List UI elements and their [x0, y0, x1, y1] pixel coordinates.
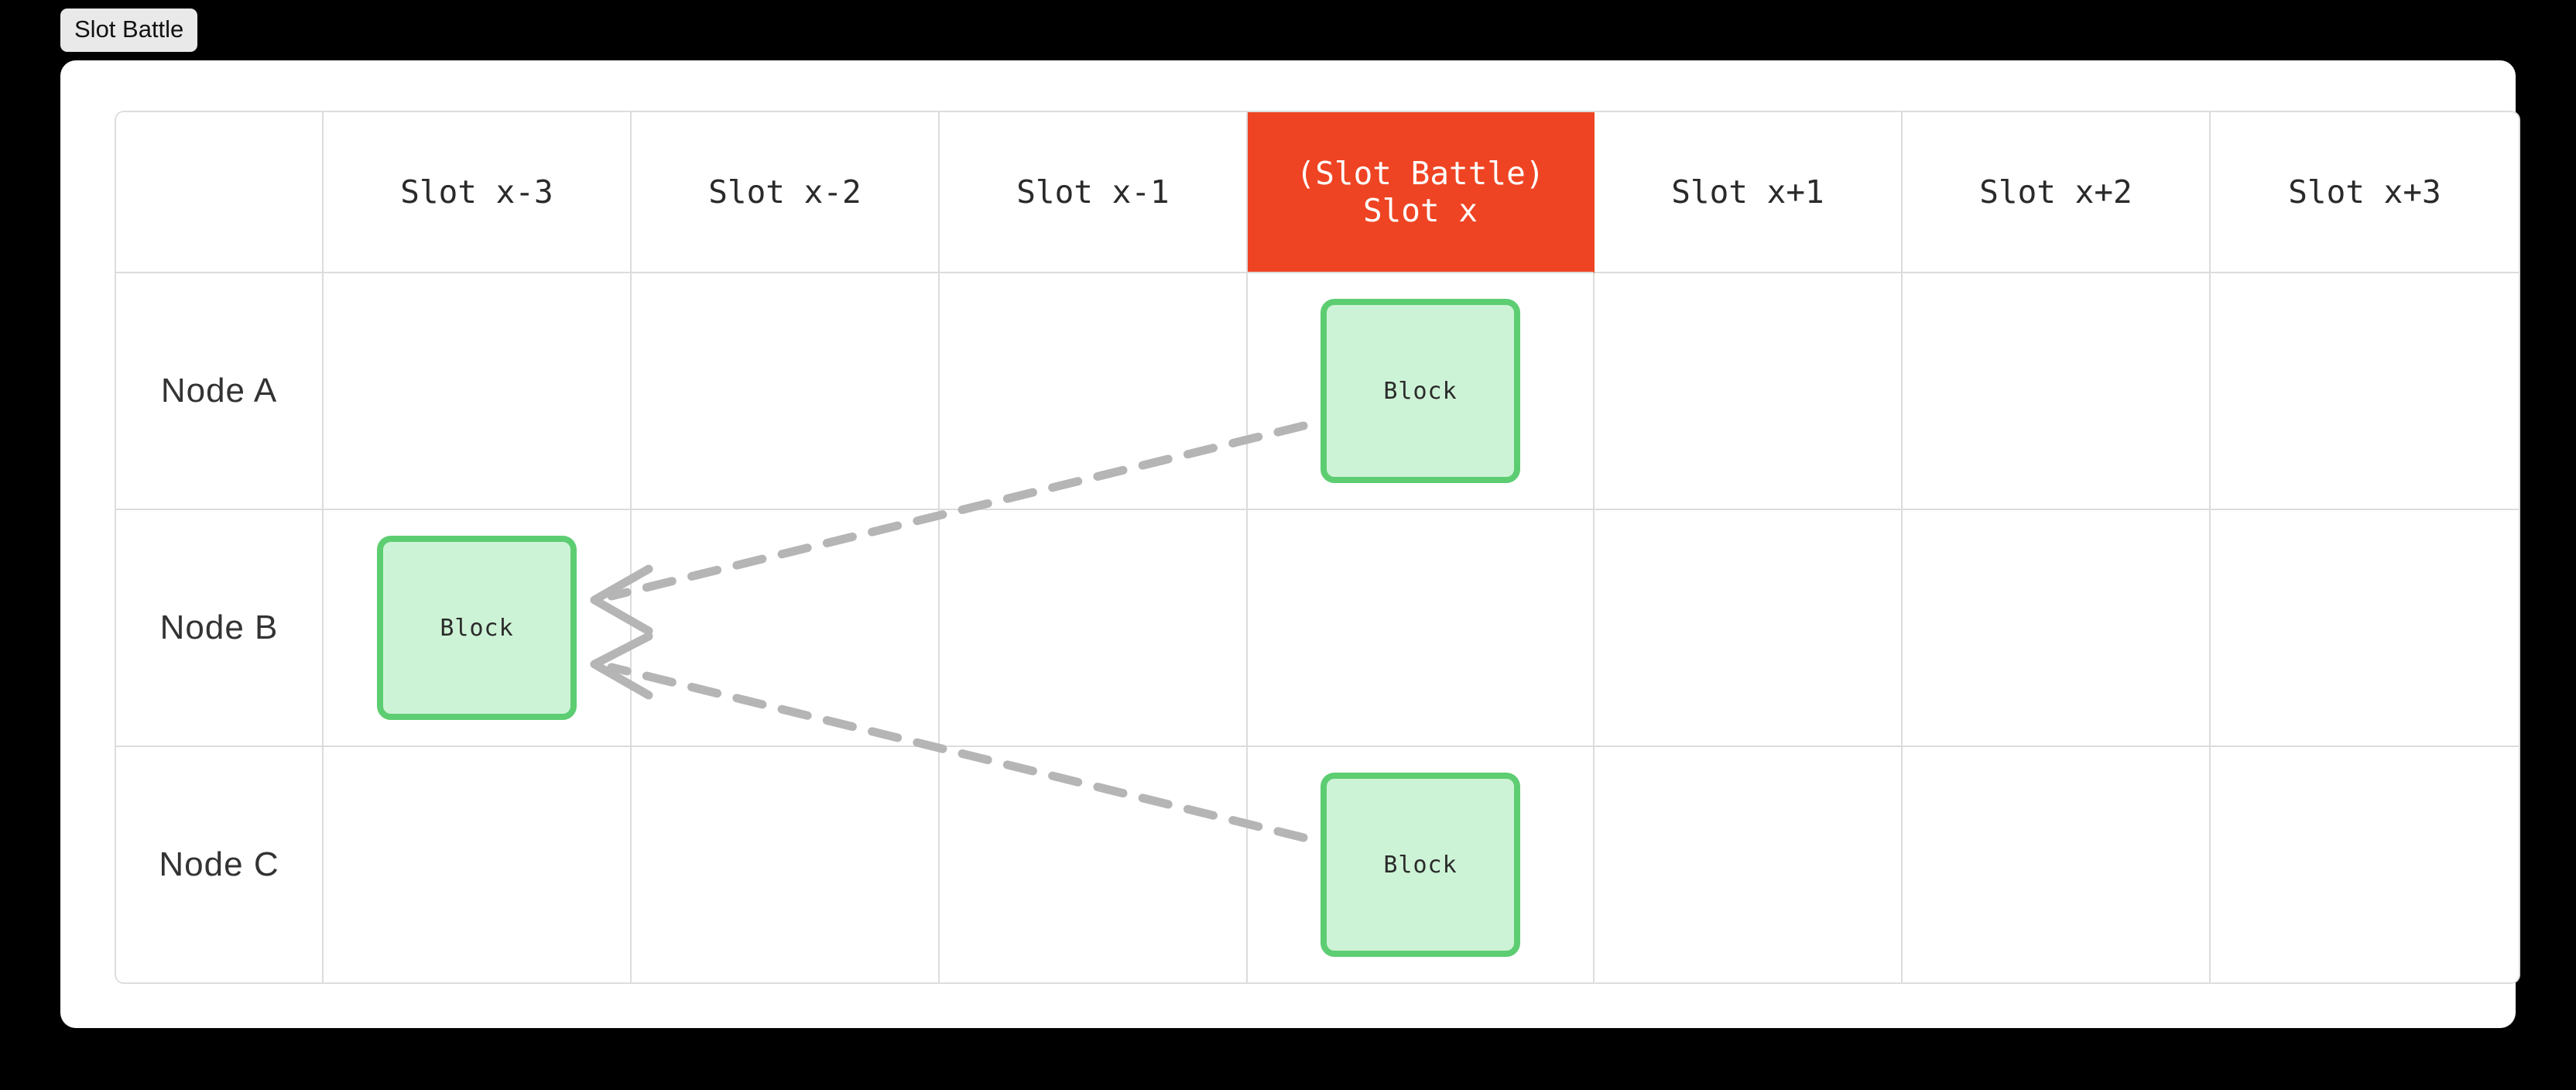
slot-battle-table: Slot x-3 Slot x-2 Slot x-1 (Slot Battle)… — [115, 111, 2520, 984]
column-header-slot-x-3: Slot x-3 — [324, 112, 632, 273]
column-header-slot-x-plus-1: Slot x+1 — [1595, 112, 1903, 273]
cell-node-b-slot-x-3: Block — [324, 510, 632, 747]
column-header-slot-x-battle: (Slot Battle) Slot x — [1248, 112, 1595, 273]
table-header: Slot x-3 Slot x-2 Slot x-1 (Slot Battle)… — [116, 112, 2519, 273]
column-header-slot-x-plus-3: Slot x+3 — [2211, 112, 2519, 273]
slot-x-label: Slot x — [1362, 192, 1478, 229]
row-label-node-b: Node B — [116, 510, 324, 747]
cell-node-b-slot-x-2 — [632, 510, 940, 747]
top-tag-bar: Slot Battle — [0, 0, 2576, 59]
table-row: Node B Block — [116, 510, 2519, 747]
cell-node-b-slot-x-plus-2 — [1903, 510, 2211, 747]
row-label-node-a: Node A — [116, 273, 324, 510]
cell-node-c-slot-x-plus-3 — [2211, 747, 2519, 982]
table-body: Node A Block Node B Block — [116, 273, 2519, 982]
column-header-slot-x-plus-2: Slot x+2 — [1903, 112, 2211, 273]
cell-node-b-slot-x-plus-1 — [1595, 510, 1903, 747]
cell-node-b-slot-x-1 — [940, 510, 1248, 747]
cell-node-c-slot-x-plus-2 — [1903, 747, 2211, 982]
cell-node-c-slot-x-plus-1 — [1595, 747, 1903, 982]
cell-node-a-slot-x: Block — [1248, 273, 1595, 510]
cell-node-c-slot-x-3 — [324, 747, 632, 982]
table-row: Node A Block — [116, 273, 2519, 510]
cell-node-a-slot-x-plus-1 — [1595, 273, 1903, 510]
cell-node-a-slot-x-plus-2 — [1903, 273, 2211, 510]
cell-node-c-slot-x: Block — [1248, 747, 1595, 982]
table-row: Node C Block — [116, 747, 2519, 982]
table-corner-cell — [116, 112, 324, 273]
slot-battle-table-wrapper: Slot x-3 Slot x-2 Slot x-1 (Slot Battle)… — [115, 111, 2520, 984]
cell-node-b-slot-x — [1248, 510, 1595, 747]
cell-node-a-slot-x-plus-3 — [2211, 273, 2519, 510]
block-node-b-slot-x-3[interactable]: Block — [377, 536, 577, 720]
column-header-slot-x-2: Slot x-2 — [632, 112, 940, 273]
diagram-card: Slot x-3 Slot x-2 Slot x-1 (Slot Battle)… — [60, 60, 2520, 1028]
cell-node-a-slot-x-1 — [940, 273, 1248, 510]
block-node-c-slot-x[interactable]: Block — [1321, 773, 1520, 957]
cell-node-c-slot-x-1 — [940, 747, 1248, 982]
cell-node-a-slot-x-2 — [632, 273, 940, 510]
cell-node-c-slot-x-2 — [632, 747, 940, 982]
row-label-node-c: Node C — [116, 747, 324, 982]
column-header-slot-x-1: Slot x-1 — [940, 112, 1248, 273]
block-node-a-slot-x[interactable]: Block — [1321, 299, 1520, 483]
cell-node-b-slot-x-plus-3 — [2211, 510, 2519, 747]
slot-battle-annotation: (Slot Battle) — [1296, 155, 1545, 192]
cell-node-a-slot-x-3 — [324, 273, 632, 510]
table-header-row: Slot x-3 Slot x-2 Slot x-1 (Slot Battle)… — [116, 112, 2519, 273]
slot-battle-tag[interactable]: Slot Battle — [60, 9, 198, 52]
